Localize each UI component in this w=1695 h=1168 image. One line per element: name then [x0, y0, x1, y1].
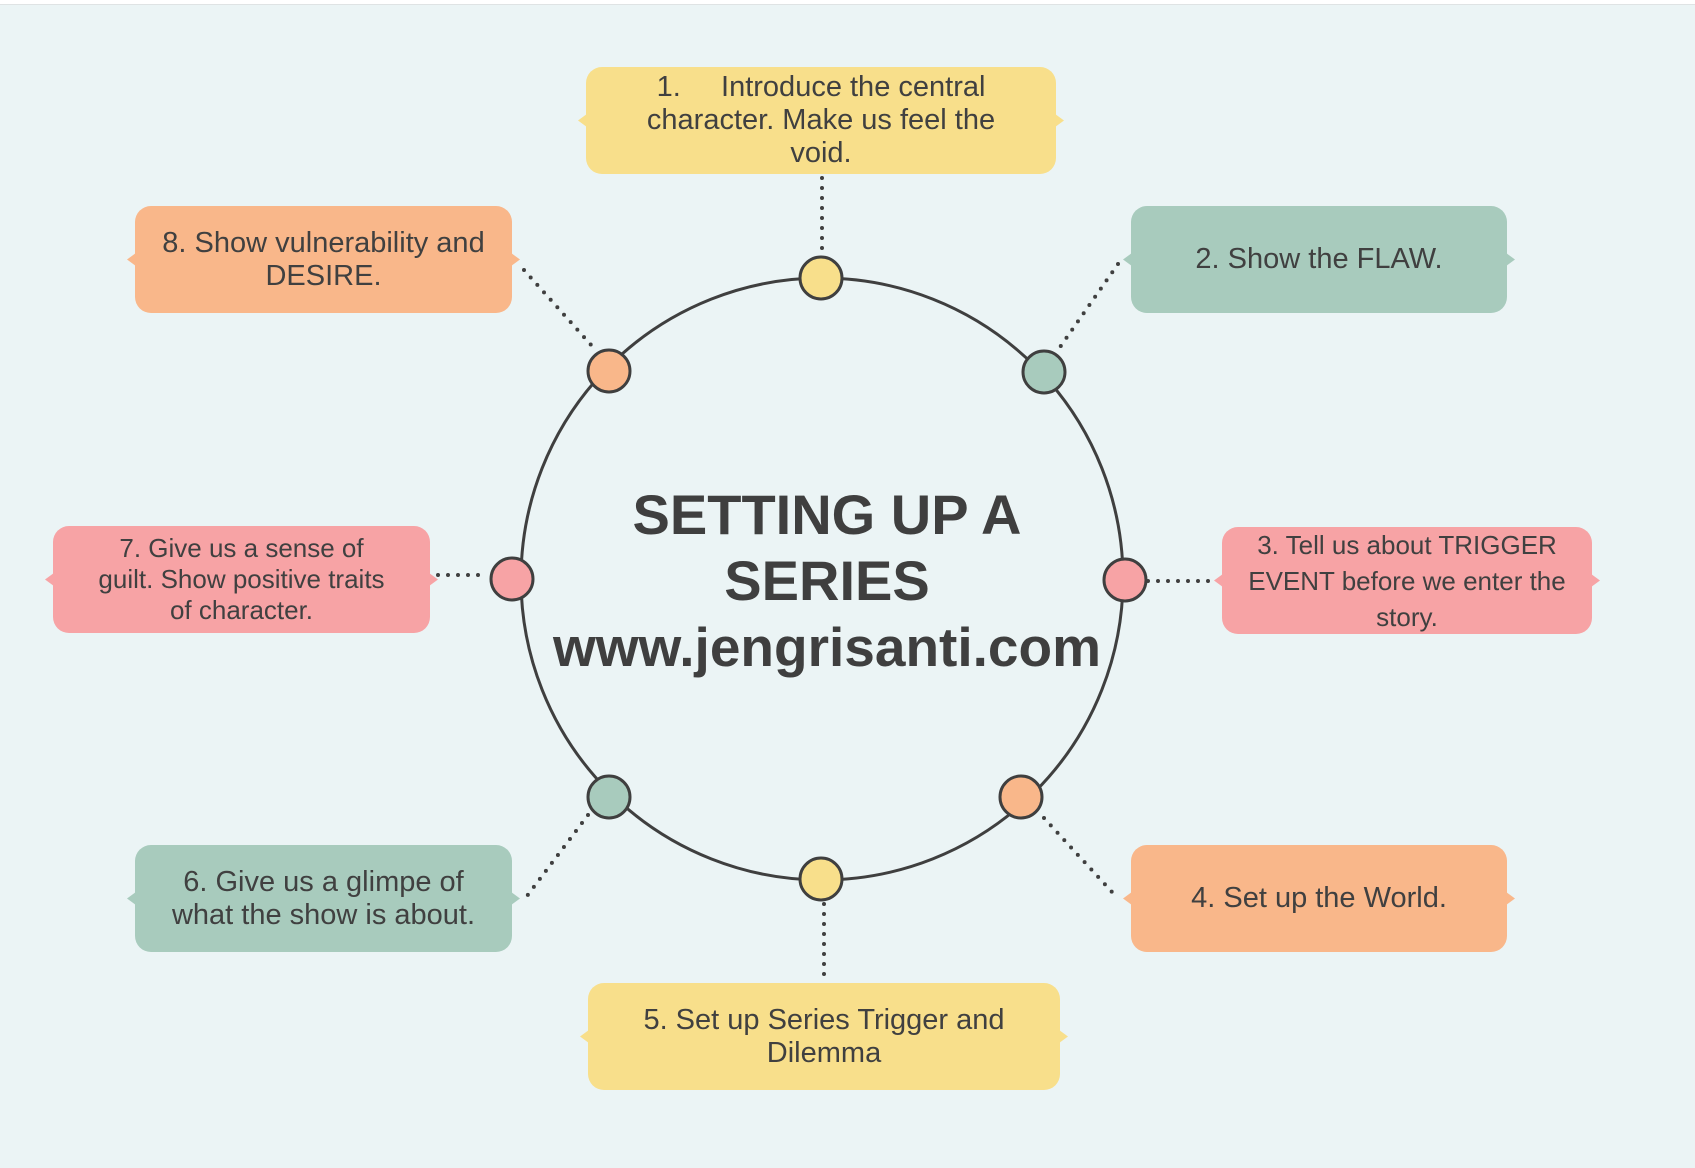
connector-6: [522, 813, 590, 902]
node-3: [1102, 557, 1148, 603]
title-line-2: SERIES: [724, 549, 930, 612]
node-8: [586, 348, 632, 394]
connectors: [436, 176, 1218, 982]
step-2-text: 2. Show the FLAW.: [1195, 243, 1443, 275]
node-7: [489, 556, 535, 602]
step-6-box: 6. Give us a glimpe of what the show is …: [135, 845, 512, 952]
connector-2: [1056, 262, 1120, 352]
step-8-text: 8. Show vulnerability and DESIRE.: [162, 226, 485, 292]
nodes: [489, 255, 1148, 902]
website-url: www.jengrisanti.com: [552, 616, 1102, 678]
step-5-text: 5. Set up Series Trigger and Dilemma: [643, 1003, 1005, 1069]
node-6: [586, 774, 632, 820]
step-1-box: 1. Introduce the central character. Make…: [586, 67, 1056, 174]
node-4: [998, 774, 1044, 820]
connector-8: [522, 268, 594, 348]
step-5-box: 5. Set up Series Trigger and Dilemma: [588, 983, 1060, 1090]
step-1-text: 1. Introduce the central character. Make…: [646, 71, 1004, 169]
step-7-text: 7. Give us a sense of guilt. Show positi…: [98, 533, 385, 625]
connector-4: [1042, 816, 1114, 894]
node-2: [1021, 349, 1067, 395]
node-1: [798, 255, 844, 301]
step-2-box: 2. Show the FLAW.: [1131, 206, 1507, 313]
step-3-text: 3. Tell us about TRIGGER EVENT before we…: [1248, 529, 1566, 632]
title-line-1: SETTING UP A: [632, 483, 1022, 546]
step-4-text: 4. Set up the World.: [1191, 882, 1447, 914]
step-4-box: 4. Set up the World.: [1131, 845, 1507, 952]
node-5: [798, 856, 844, 902]
step-7-box: 7. Give us a sense of guilt. Show positi…: [53, 526, 430, 633]
step-3-box: 3. Tell us about TRIGGER EVENT before we…: [1222, 527, 1592, 634]
step-6-text: 6. Give us a glimpe of what the show is …: [171, 865, 476, 931]
step-8-box: 8. Show vulnerability and DESIRE.: [135, 206, 512, 313]
